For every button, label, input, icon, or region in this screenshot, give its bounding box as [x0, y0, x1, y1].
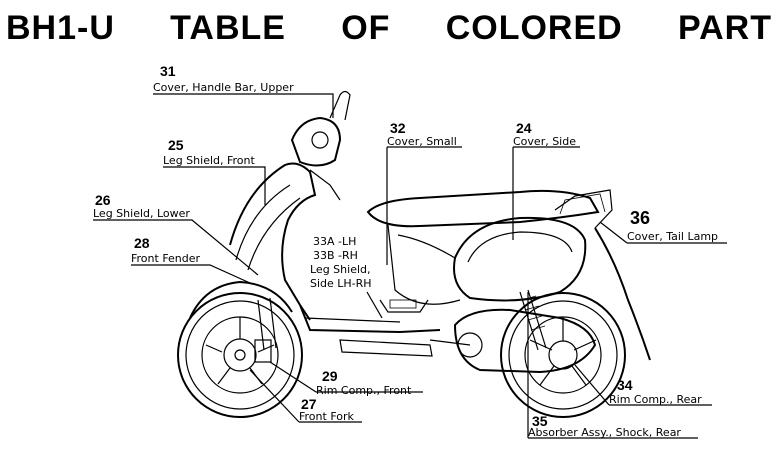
part-number: 31 — [160, 63, 176, 79]
part-label: Leg Shield, Front — [163, 154, 256, 167]
part-number: 26 — [95, 192, 111, 208]
callout-24: 24 Cover, Side — [513, 120, 576, 148]
title-word: PART — [677, 9, 772, 47]
rear-wheel-drawing — [500, 292, 626, 418]
part-label: Absorber Assy., Shock, Rear — [528, 426, 681, 439]
callout-34: 34 Rim Comp., Rear — [609, 377, 702, 406]
part-number: 24 — [516, 120, 532, 136]
title-word: OF — [341, 9, 391, 47]
callout-25: 25 Leg Shield, Front — [163, 137, 256, 167]
callout-28: 28 Front Fender — [131, 235, 201, 265]
side-shield-line: 33B -RH — [313, 249, 358, 262]
part-label: Cover, Handle Bar, Upper — [153, 81, 294, 94]
part-label: Front Fork — [299, 410, 355, 423]
part-number: 25 — [168, 137, 184, 153]
front-wheel-drawing — [177, 292, 303, 418]
title-word: COLORED — [445, 9, 623, 47]
title-word: TABLE — [170, 9, 286, 47]
title-word: BH1-U — [6, 9, 115, 47]
leader-lines — [93, 93, 727, 439]
part-number: 36 — [630, 208, 650, 228]
scooter-drawing — [177, 90, 651, 418]
part-number: 32 — [390, 120, 406, 136]
part-number: 34 — [617, 377, 633, 393]
callout-26: 26 Leg Shield, Lower — [93, 192, 190, 220]
part-label: Leg Shield, Lower — [93, 207, 190, 220]
callout-31: 31 Cover, Handle Bar, Upper — [153, 63, 294, 94]
callout-35: 35 Absorber Assy., Shock, Rear — [528, 413, 681, 439]
part-number: 27 — [301, 396, 317, 412]
callout-36: 36 Cover, Tail Lamp — [627, 208, 718, 243]
part-label: Cover, Tail Lamp — [627, 230, 718, 243]
part-number: 28 — [134, 235, 150, 251]
part-label: Rim Comp., Front — [316, 384, 412, 397]
part-label: Cover, Side — [513, 135, 576, 148]
callout-27: 27 Front Fork — [299, 396, 355, 423]
part-label: Front Fender — [131, 252, 201, 265]
part-number: 35 — [532, 413, 548, 429]
side-shield-line: Side LH-RH — [310, 277, 372, 290]
callout-29: 29 Rim Comp., Front — [316, 368, 412, 397]
callout-33: 33A -LH 33B -RH Leg Shield, Side LH-RH — [310, 235, 372, 290]
side-shield-line: 33A -LH — [313, 235, 356, 248]
part-label: Cover, Small — [387, 135, 457, 148]
page-title: BH1-U TABLE OF COLORED PART — [6, 6, 772, 50]
part-number: 29 — [322, 368, 338, 384]
side-shield-line: Leg Shield, — [310, 263, 371, 276]
callout-32: 32 Cover, Small — [387, 120, 457, 148]
part-label: Rim Comp., Rear — [609, 393, 702, 406]
